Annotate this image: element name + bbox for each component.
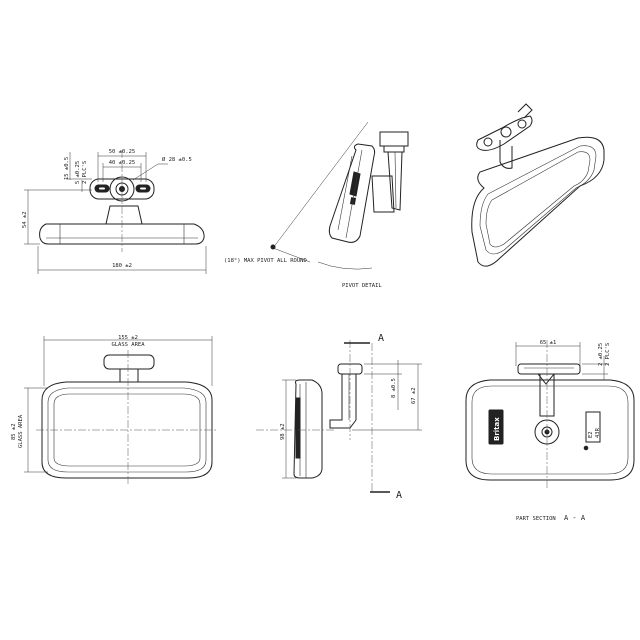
section-thickness-dim: 2 ±0.25: [598, 343, 604, 366]
dim-overall-width: 180 ±2: [112, 263, 132, 269]
dim-height: 54 ±2: [22, 211, 28, 228]
section-marker-top: A: [378, 333, 384, 344]
glass-width-dim: 155 ±2: [118, 335, 138, 341]
dim-slot-width: 5 ±0.25: [75, 161, 81, 184]
side-height-dim: 98 ±2: [280, 423, 286, 440]
glass-height-note: GLASS AREA: [18, 414, 24, 448]
glass-height-dim: 85 ±2: [11, 423, 17, 440]
front-view: 50 ±0.25 40 ±0.25 Ø 28 ±0.5 15 ±0.5 5 ±0…: [22, 149, 207, 274]
approval-mark-2: 43R: [595, 427, 601, 438]
dim-hole-span: 50 ±0.25: [109, 149, 136, 155]
section-count-dim: 2 PLC'S: [605, 343, 611, 366]
part-section-view: Britax E2 43R 65 ±1 2 ±0.25 2 PLC'S PART…: [465, 340, 635, 522]
dim-diameter: Ø 28 ±0.5: [162, 156, 192, 163]
glass-width-note: GLASS AREA: [111, 342, 145, 348]
britax-logo-text: Britax: [493, 417, 501, 441]
dim-slot-count: 2 PLC'S: [82, 161, 88, 184]
dim-top-offset: 15 ±0.5: [64, 157, 70, 180]
section-marker-bottom: A: [396, 490, 402, 501]
isometric-view: [471, 103, 605, 267]
part-section-caption: PART SECTION: [516, 516, 556, 522]
part-section-label: A - A: [564, 514, 586, 522]
pivot-angle-note: (18°) MAX PIVOT ALL ROUND: [224, 258, 307, 264]
side-drop-dim: 67 ±2: [411, 387, 417, 404]
side-view: 98 ±2 8 ±0.5 67 ±2 A A: [256, 333, 422, 501]
britax-logo: Britax: [488, 409, 504, 445]
side-stem-dim: 8 ±0.5: [391, 378, 397, 398]
pivot-detail-caption: PIVOT DETAIL: [342, 283, 382, 289]
dim-slot-span: 40 ±0.25: [109, 160, 136, 166]
glass-area-view: 155 ±2 GLASS AREA 85 ±2 GLASS AREA: [11, 335, 218, 486]
pivot-detail-view: (18°) MAX PIVOT ALL ROUND PIVOT DETAIL: [224, 121, 409, 289]
approval-mark-1: E2: [588, 431, 594, 438]
section-width-dim: 65 ±1: [540, 340, 557, 346]
